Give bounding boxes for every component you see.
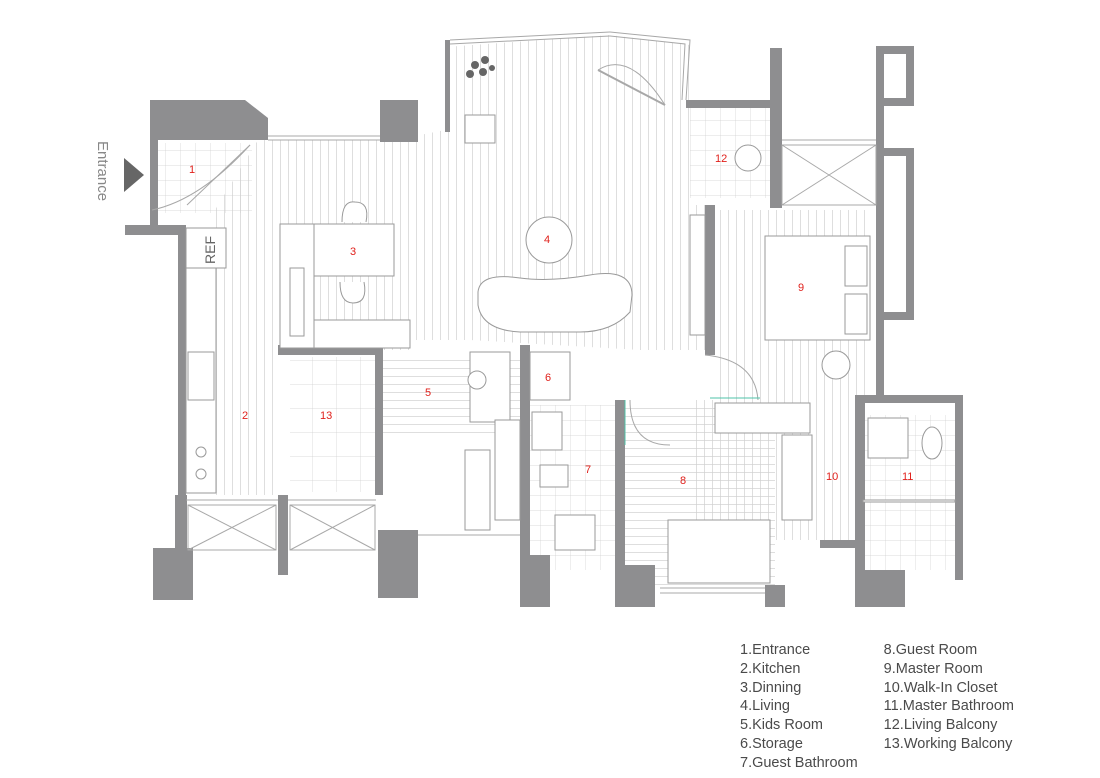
room-label-1: 1	[189, 164, 195, 176]
legend-item: 8.Guest Room	[883, 642, 978, 658]
room-label-10: 10	[826, 471, 838, 483]
legend-item: 3.Dinning	[740, 679, 802, 696]
legend-item: 7.Guest Bathroom	[740, 754, 858, 771]
room-label-12: 12	[715, 153, 727, 165]
room-label-8: 8	[680, 475, 686, 487]
room-label-13: 13	[320, 410, 332, 422]
entrance-arrow-icon	[124, 158, 144, 192]
walls	[125, 40, 963, 607]
refrigerator	[185, 227, 227, 269]
legend-item: 2.Kitchen	[740, 660, 801, 677]
openings	[151, 31, 877, 594]
room-label-9: 9	[798, 282, 804, 294]
room-labels: 1 2 3 4 5 6 7 8 9 10 11 12 13	[189, 153, 913, 487]
entrance-label: Entrance	[94, 141, 111, 201]
ref-label: REF	[202, 236, 218, 264]
legend-column-2: 8.Guest Room 9.Master Room 10.Walk-In Cl…	[884, 641, 1014, 773]
legend-item: 13.Working Balcony	[883, 735, 1013, 752]
room-label-5: 5	[425, 387, 431, 399]
plant-icon	[466, 56, 495, 78]
legend-item: 10.Walk-In Closet	[883, 679, 998, 696]
room-label-4: 4	[544, 234, 550, 246]
room-label-2: 2	[242, 410, 248, 422]
room-label-11: 11	[902, 471, 913, 483]
legend-item: 9.Master Room	[883, 660, 983, 677]
legend-item: 12.Living Balcony	[883, 717, 998, 734]
room-label-3: 3	[350, 246, 356, 258]
legend-column-1: 1.Entrance 2.Kitchen 3.Dinning 4.Living …	[740, 641, 858, 773]
furniture	[185, 114, 956, 584]
legend-item: 6.Storage	[740, 735, 803, 752]
legend: 1.Entrance 2.Kitchen 3.Dinning 4.Living …	[740, 641, 1014, 773]
legend-item: 4.Living	[740, 698, 790, 715]
legend-item: 1.Entrance	[740, 642, 811, 658]
legend-item: 5.Kids Room	[740, 717, 824, 734]
legend-item: 11.Master Bathroom	[883, 698, 1014, 715]
room-label-7: 7	[585, 464, 591, 476]
room-label-6: 6	[545, 372, 551, 384]
